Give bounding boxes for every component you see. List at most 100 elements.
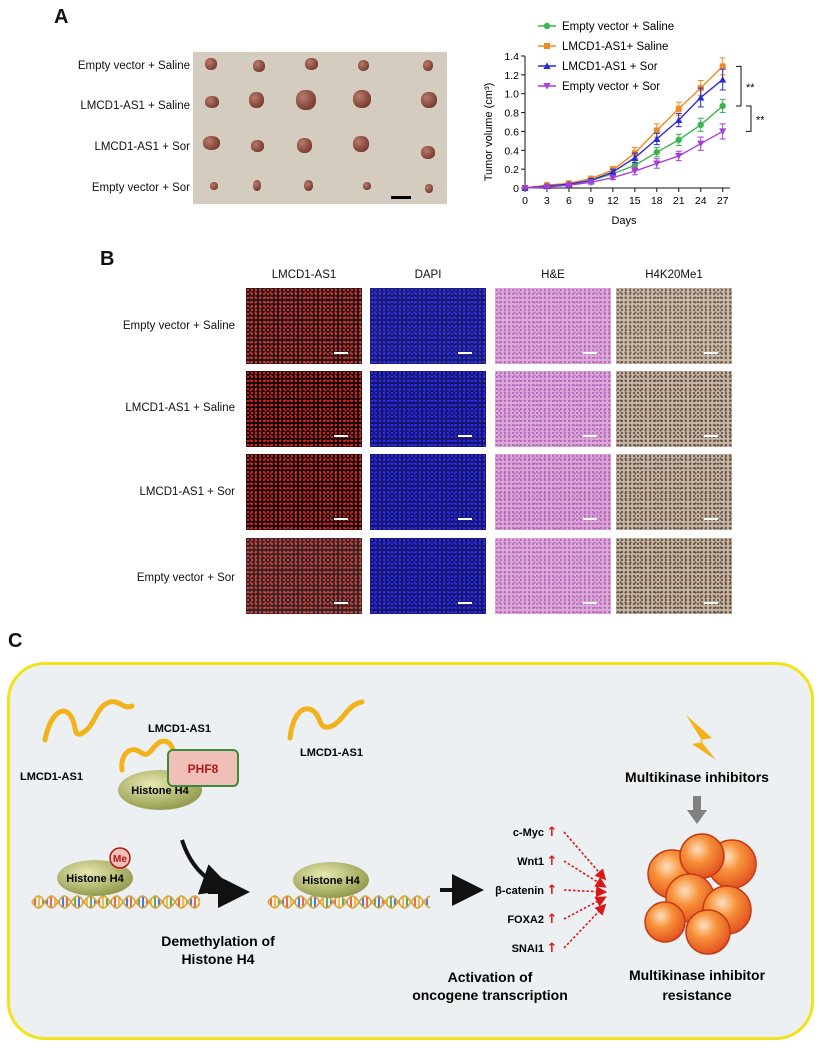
scale-bar [704,435,718,437]
tumor-row-label: LMCD1-AS1 + Sor [94,141,190,153]
lncrna-label: LMCD1-AS1 [300,747,363,759]
x-tick-label: 21 [673,195,685,207]
tumor [249,92,264,108]
legend-label: Empty vector + Sor [562,81,660,93]
resistance-label: Multikinase inhibitor [629,967,766,983]
ihc-image [616,454,732,530]
tumor [297,138,312,153]
data-point [609,168,617,175]
row-label: Empty vector + Saline [122,320,235,332]
series-line [524,130,724,189]
x-tick-label: 24 [695,195,707,207]
data-point [653,148,660,156]
tumor [253,180,261,191]
tumor [425,184,433,193]
histone-h4-node [57,860,133,896]
x-tick-label: 12 [607,195,619,207]
up-arrow-icon: ↑ [547,825,558,840]
data-point [631,154,639,161]
data-point [719,128,727,136]
up-arrow-icon: ↑ [547,941,558,956]
dna-strand [267,895,431,909]
dapi-image [370,538,486,614]
regulation-arrow [563,831,607,881]
scale-bar [458,602,472,604]
down-arrow-icon [687,810,707,824]
dna-strand [267,895,431,909]
activation-label: Activation of [448,969,533,985]
data-point [675,116,683,124]
tumor [353,136,369,152]
data-point [653,135,661,142]
significance-label: ** [746,82,755,94]
lncrna-strand [119,738,176,773]
tumor [358,60,369,71]
legend-marker [543,22,551,30]
histone-h4-label: Histone H4 [302,875,360,887]
scale-bar [458,435,472,437]
tumor-row-label: Empty vector + Saline [77,60,190,72]
y-tick-label: 0.4 [504,145,519,157]
tumor [205,96,219,108]
column-label: H&E [541,269,565,281]
tumor [421,92,437,108]
scale-bar [583,352,597,354]
tumor [363,182,371,190]
scale-bar [334,435,348,437]
series-line [524,79,724,189]
scale-bar [458,518,472,520]
dna-helix-icon [31,895,201,909]
scale-bar [334,602,348,604]
data-point [675,105,682,112]
data-point [587,179,595,186]
phf8-node [167,749,239,787]
legend-marker [544,43,550,49]
column-label: H4K20Me1 [645,269,703,281]
ihc-image [616,538,732,614]
histone-h4-label: Histone H4 [131,785,189,797]
scale-bar [704,602,718,604]
regulation-arrow [563,886,608,898]
x-tick-label: 18 [651,195,663,207]
data-point [697,140,705,148]
column-label: DAPI [414,269,442,281]
dapi-image [370,454,486,530]
dna-strand [31,895,201,909]
x-tick-label: 6 [566,195,572,207]
scale-bar [583,518,597,520]
methyl-label: Me [113,854,127,865]
lightning-icon [686,715,716,760]
tumor [253,60,265,72]
series-line [524,105,724,189]
phf8-label: PHF8 [188,762,219,776]
tumor [421,146,435,159]
demethylation-label: Histone H4 [181,951,254,967]
data-point [543,184,551,191]
y-tick-label: 0.2 [504,164,519,176]
scale-bar [334,352,348,354]
y-tick-label: 1.2 [504,70,519,82]
legend-label: LMCD1-AS1+ Saline [562,41,668,53]
demethylation-label: Demethylation of [161,933,275,949]
tumor-row-label: LMCD1-AS1 + Saline [80,100,190,112]
scale-bar [458,352,472,354]
significance-label: ** [756,115,765,127]
scale-bar [583,602,597,604]
row-label: LMCD1-AS1 + Saline [125,402,235,414]
tumor [296,90,316,110]
dapi-image [370,288,486,364]
y-tick-label: 1.4 [504,51,519,63]
row-label: Empty vector + Sor [136,572,235,584]
up-arrow-icon: ↑ [547,883,558,898]
tumor [210,182,218,190]
tumor-row-label: Empty vector + Sor [91,182,190,194]
fish-image [246,454,362,530]
panel-letter-c: C [8,630,23,652]
x-tick-label: 27 [717,195,729,207]
tumor [203,136,220,150]
row-label: LMCD1-AS1 + Sor [139,486,235,498]
lncrna-label: LMCD1-AS1 [20,771,83,783]
panel-letter-b: B [100,248,115,270]
legend-label: Empty vector + Saline [562,21,674,33]
